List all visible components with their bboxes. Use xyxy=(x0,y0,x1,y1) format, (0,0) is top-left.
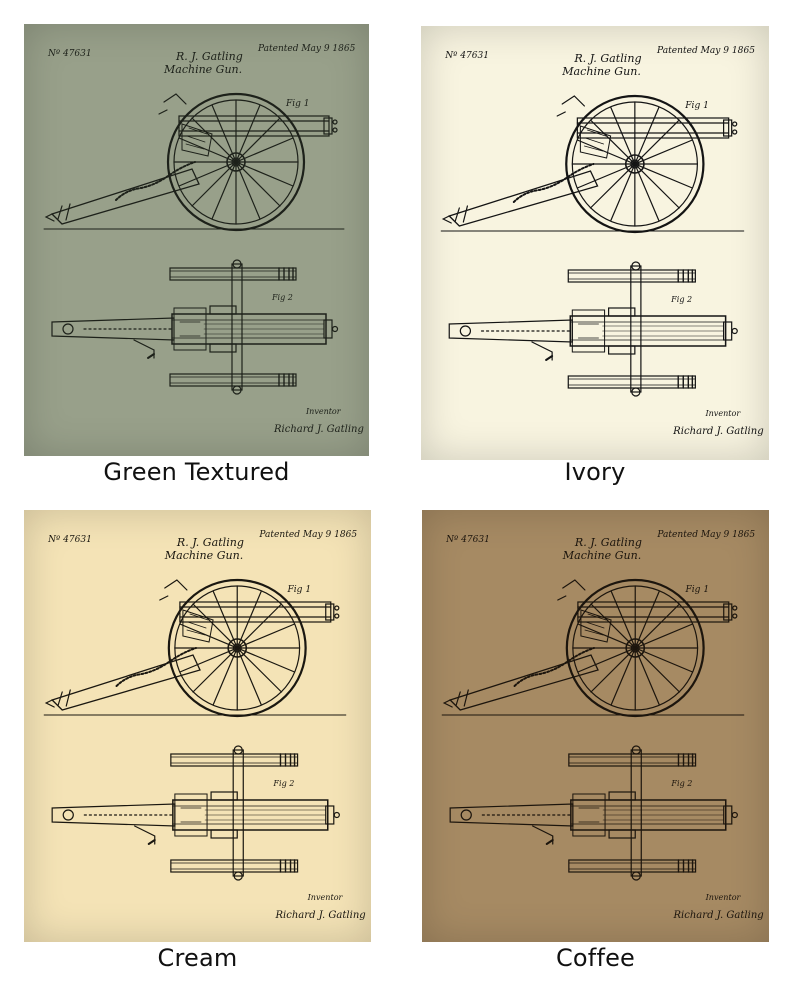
fig1-side-view xyxy=(441,578,745,718)
fig2-top-view xyxy=(448,261,738,397)
fig1-side-view xyxy=(440,94,745,234)
variant-cream: Nº 47631 R. J. Gatling Machine Gun. Pate… xyxy=(24,510,371,980)
fig1-side-view xyxy=(43,578,347,718)
patent-print: Nº 47631 R. J. Gatling Machine Gun. Pate… xyxy=(421,26,769,460)
variant-ivory: Nº 47631 R. J. Gatling Machine Gun. Pate… xyxy=(421,26,769,496)
patent-date: Patented May 9 1865 xyxy=(257,44,356,54)
variant-label: Cream xyxy=(157,944,238,972)
patent-date: Patented May 9 1865 xyxy=(656,530,755,540)
inventor-signature: Richard J. Gatling xyxy=(672,426,764,437)
fig2-label: Fig 2 xyxy=(272,779,294,788)
inventor-caption: Inventor xyxy=(704,409,741,418)
inventor-signature: Richard J. Gatling xyxy=(274,910,365,921)
inventor-signature: Richard J. Gatling xyxy=(672,910,763,921)
variant-label: Green Textured xyxy=(103,458,290,486)
variant-label: Ivory xyxy=(564,458,626,486)
fig1-label: Fig 1 xyxy=(684,101,709,111)
fig1-label: Fig 1 xyxy=(287,585,312,595)
inventor-signature: Richard J. Gatling xyxy=(273,424,364,435)
fig2-top-view xyxy=(449,745,738,881)
invention-title: Machine Gun. xyxy=(163,63,242,76)
patent-date: Patented May 9 1865 xyxy=(656,46,755,56)
inventor-caption: Inventor xyxy=(305,407,342,416)
inventor-caption: Inventor xyxy=(307,893,344,902)
inventor-name: R. J. Gatling xyxy=(176,536,244,549)
fig2-top-view xyxy=(51,259,339,395)
patent-number: Nº 47631 xyxy=(444,51,489,61)
variant-green-textured: Nº 47631 R. J. Gatling Machine Gun. Pate… xyxy=(24,24,369,494)
wheel xyxy=(565,578,705,718)
invention-title: Machine Gun. xyxy=(561,65,641,78)
fig1-label: Fig 1 xyxy=(685,585,710,595)
wheel xyxy=(565,94,705,234)
wheel xyxy=(166,92,306,232)
patent-print: Nº 47631 R. J. Gatling Machine Gun. Pate… xyxy=(24,510,371,942)
fig1-side-view xyxy=(43,92,345,232)
fig2-label: Fig 2 xyxy=(670,779,692,788)
fig2-label: Fig 2 xyxy=(271,293,293,302)
variant-coffee: Nº 47631 R. J. Gatling Machine Gun. Pate… xyxy=(422,510,769,980)
inventor-name: R. J. Gatling xyxy=(175,50,243,63)
inventor-caption: Inventor xyxy=(705,893,742,902)
inventor-name: R. J. Gatling xyxy=(573,52,641,65)
invention-title: Machine Gun. xyxy=(164,549,243,562)
patent-number: Nº 47631 xyxy=(445,535,490,545)
fig2-top-view xyxy=(51,745,340,881)
invention-title: Machine Gun. xyxy=(562,549,641,562)
patent-print: Nº 47631 R. J. Gatling Machine Gun. Pate… xyxy=(24,24,369,456)
patent-print: Nº 47631 R. J. Gatling Machine Gun. Pate… xyxy=(422,510,769,942)
fig2-label: Fig 2 xyxy=(670,295,692,304)
patent-date: Patented May 9 1865 xyxy=(258,530,357,540)
variant-label: Coffee xyxy=(555,944,636,972)
wheel xyxy=(167,578,307,718)
inventor-name: R. J. Gatling xyxy=(574,536,642,549)
patent-number: Nº 47631 xyxy=(47,49,92,59)
patent-number: Nº 47631 xyxy=(47,535,92,545)
fig1-label: Fig 1 xyxy=(285,99,309,109)
